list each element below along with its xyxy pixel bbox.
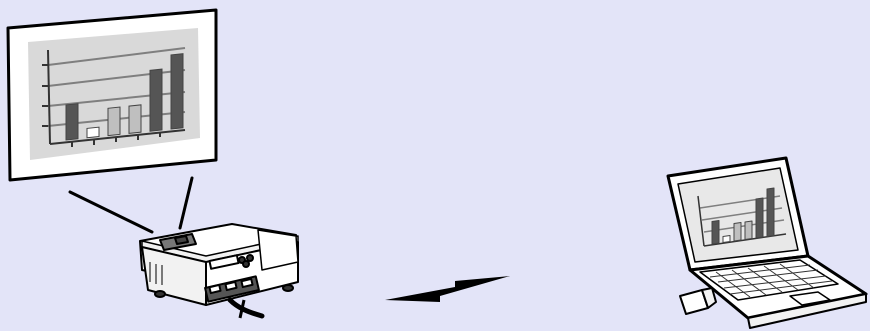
laptop-bars-bar-3 (733, 222, 742, 242)
laptop-bars-bar-5 (755, 197, 764, 239)
laptop-bars-bar-1 (711, 220, 720, 245)
projection-beam-lines (68, 176, 194, 234)
laptop-bars-bar-6 (766, 187, 775, 237)
laptop-icon (666, 156, 868, 329)
screen-bars-bar-2 (86, 126, 100, 139)
screen-bars-bar-1 (65, 103, 79, 141)
screen-bars-bar-5 (149, 68, 163, 132)
screen-bars-bar-4 (128, 104, 142, 134)
wireless-signal-icon (385, 276, 510, 302)
screen-bars-bar-3 (107, 106, 121, 137)
laptop-bars-bar-4 (744, 220, 753, 240)
laptop-bars-bar-2 (722, 235, 731, 243)
screen-bars-bar-6 (170, 53, 184, 130)
projection-screen-icon (6, 8, 218, 182)
laptop-chart (697, 187, 787, 247)
screen-chart (42, 47, 186, 147)
projector-icon (139, 223, 299, 319)
